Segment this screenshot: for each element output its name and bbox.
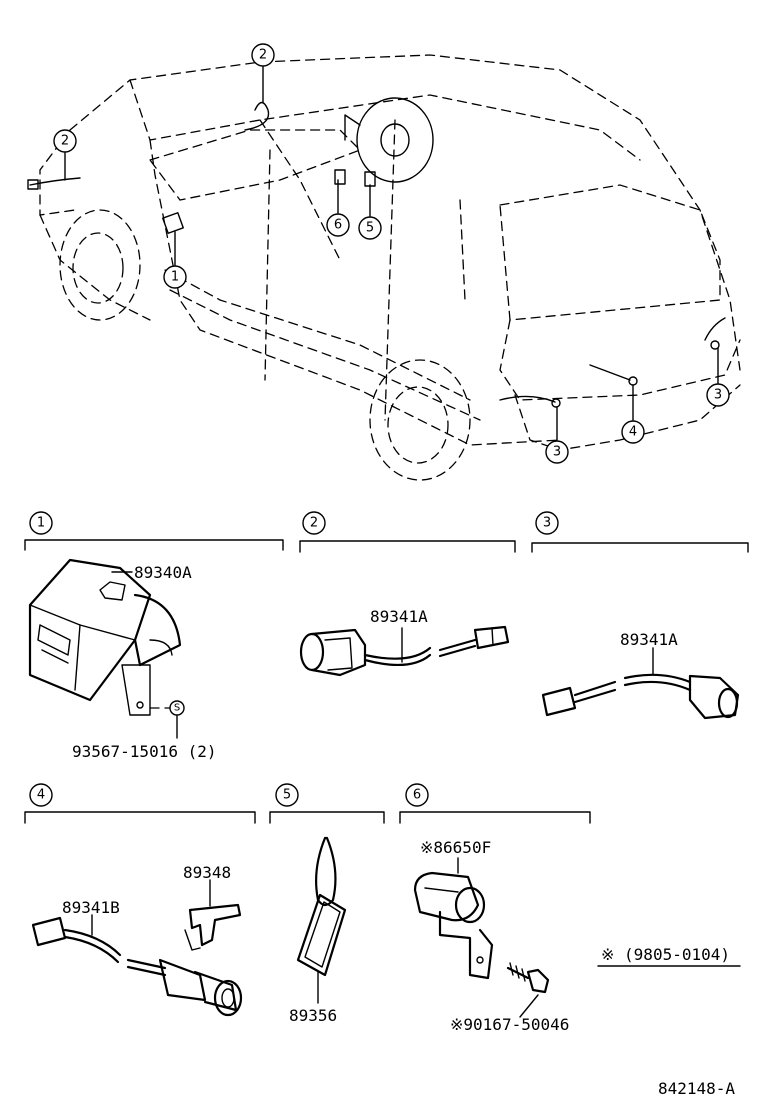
svg-text:4: 4: [629, 425, 637, 440]
svg-text:4: 4: [37, 788, 45, 803]
part-93567-label: 93567-15016 (2): [72, 742, 217, 761]
overview-callout-6: 6: [326, 213, 350, 237]
overview-callout-3-left: 3: [545, 440, 569, 464]
svg-text:2: 2: [61, 134, 69, 149]
section-2: 2: [299, 511, 516, 677]
part-86650F-label: ※86650F: [420, 838, 491, 857]
svg-text:1: 1: [37, 516, 45, 531]
vehicle-overview: [27, 54, 741, 481]
svg-text:5: 5: [283, 788, 291, 803]
drawing-number: 842148-A: [658, 1079, 735, 1098]
overview-callout-2-top: 2: [251, 43, 275, 67]
svg-text:6: 6: [413, 788, 421, 803]
overview-callout-4: 4: [621, 420, 645, 444]
svg-text:1: 1: [171, 270, 179, 285]
part-89341A-2-label: 89341A: [370, 607, 428, 626]
svg-text:6: 6: [334, 218, 342, 233]
part-89356-label: 89356: [289, 1006, 337, 1025]
overview-callout-5: 5: [358, 216, 382, 240]
section-1: 1 S: [24, 511, 284, 739]
part-89340A-label: 89340A: [134, 563, 192, 582]
svg-text:3: 3: [543, 516, 551, 531]
svg-text:3: 3: [553, 445, 561, 460]
applicability-footnote: ※ (9805-0104): [601, 945, 730, 964]
section-6: 6: [399, 783, 591, 1018]
section-3: 3: [531, 511, 749, 720]
overview-callout-3-right: 3: [706, 383, 730, 407]
overview-callout-2-front: 2: [53, 129, 77, 153]
part-89341A-3-label: 89341A: [620, 630, 678, 649]
svg-text:2: 2: [310, 516, 318, 531]
svg-text:5: 5: [366, 221, 374, 236]
overview-leaders: [64, 66, 719, 441]
svg-text:S: S: [174, 703, 180, 714]
part-89348-label: 89348: [183, 863, 231, 882]
part-89341B-label: 89341B: [62, 898, 120, 917]
section-4: 4: [24, 783, 256, 1017]
svg-text:2: 2: [259, 48, 267, 63]
svg-text:3: 3: [714, 388, 722, 403]
section-5: 5: [269, 783, 385, 1004]
part-90167-label: ※90167-50046: [450, 1015, 569, 1034]
overview-callout-1: 1: [163, 265, 187, 289]
